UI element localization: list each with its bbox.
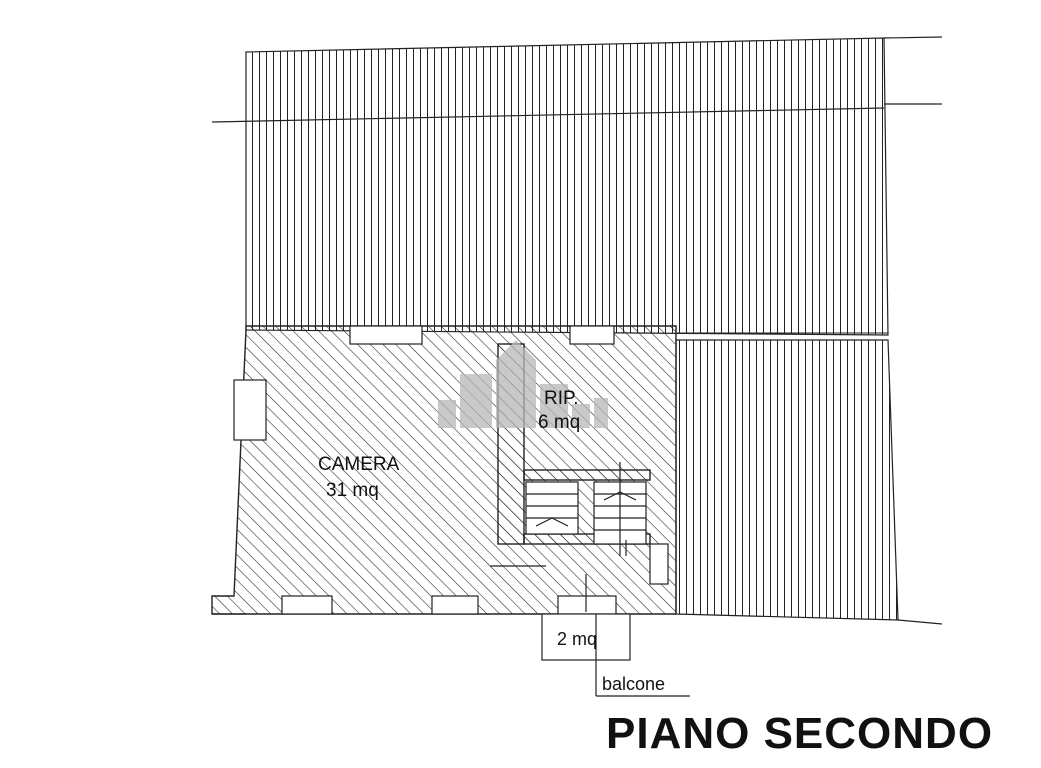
door-marks [490,565,587,612]
room-name-ripostiglio: RIP. [544,388,579,409]
balcony-area: 2 mq [557,629,597,649]
floor-title: PIANO SECONDO [606,709,993,758]
building-walls [211,325,677,615]
staircase [525,462,669,585]
property-lines [211,36,943,625]
room-area-camera: 31 mq [326,480,379,501]
window-openings [233,325,617,615]
balcony [541,613,690,697]
room-name-camera: CAMERA [318,454,400,475]
agency-watermark-icon [438,340,608,428]
balcony-label: balcone [602,674,665,694]
room-area-ripostiglio: 6 mq [538,412,580,433]
